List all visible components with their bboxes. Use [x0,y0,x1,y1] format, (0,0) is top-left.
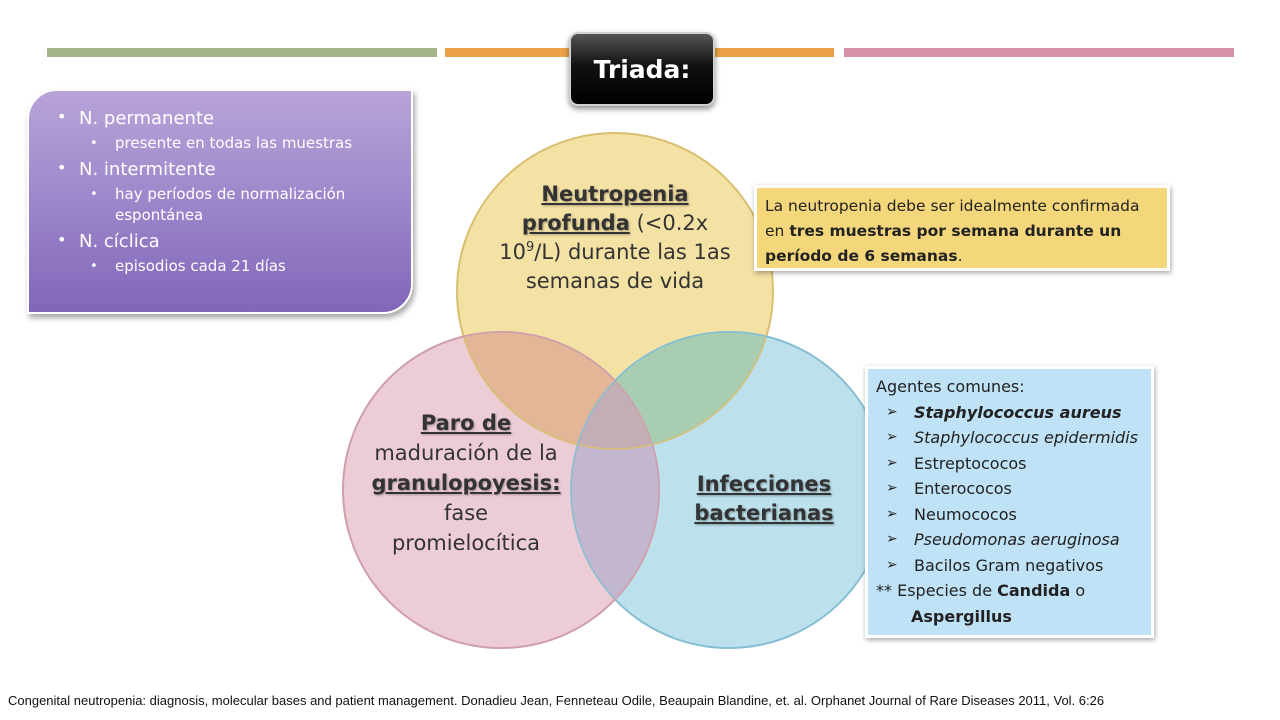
citation: Congenital neutropenia: diagnosis, molec… [8,693,1105,708]
paro-text-b: fase promielocítica [391,501,541,555]
neutropenia-text-b: /L) durante las 1as semanas de vida [525,240,731,293]
arrow-bullet-icon: ➢ [886,531,898,547]
note-text-a: La neutropenia debe ser idealmente confi… [765,197,1140,240]
agent-item: ➢Staphylococcus aureus [876,400,1143,426]
agents-heading: Agentes comunes: [876,377,1025,396]
agent-item: ➢Staphylococcus epidermidis [876,425,1143,451]
note-text-b: . [957,247,963,265]
type-permanente-detail: presente en todas las muestras [57,133,393,154]
agent-item: ➢Pseudomonas aeruginosa [876,527,1143,553]
header-bar-green [47,48,437,57]
agents-footnote: ** Especies de Candida o [876,581,1086,600]
venn-outline-paro [342,331,660,649]
paro-bold-a: Paro de [420,411,512,435]
venn-label-infecciones: Infecciones bacterianas [694,472,834,525]
type-intermitente-detail: hay períodos de normalización espontánea [57,184,393,226]
note-bold: tres muestras por semana durante un perí… [765,222,1122,265]
neutropenia-bold: Neutropenia profunda [521,182,689,235]
agent-item: ➢Estreptococos [876,451,1143,477]
type-ciclica-detail: episodios cada 21 días [57,256,393,277]
paro-text-a: maduración de la [374,441,558,465]
venn-outline-neutropenia [456,132,774,450]
type-intermitente: N. intermitente [57,158,393,180]
arrow-bullet-icon: ➢ [886,454,898,471]
neutropenia-sup: 9 [526,240,535,255]
venn-label-paro: Paro de maduración de la granulopoyesis:… [368,408,564,558]
neutropenia-text-a: (<0.2x 10 [499,211,709,264]
paro-bold-b: granulopoyesis: [371,471,561,495]
common-agents-box: Agentes comunes: ➢Staphylococcus aureus … [865,366,1154,638]
agent-item: ➢Neumococos [876,502,1143,528]
agents-footnote-cont: Aspergillus [911,606,1012,626]
confirmation-note: La neutropenia debe ser idealmente confi… [754,185,1170,271]
arrow-bullet-icon: ➢ [886,505,898,522]
agent-item: ➢Bacilos Gram negativos [876,553,1143,579]
agent-item: ➢Enterococos [876,476,1143,502]
arrow-bullet-icon: ➢ [886,429,898,445]
venn-overlap-neu-inf [571,332,773,449]
slide-title: Triada: [569,32,715,106]
types-list: N. permanente presente en todas las mues… [57,107,393,277]
type-permanente: N. permanente [57,107,393,129]
header-bar-pink [844,48,1234,57]
agents-list: ➢Staphylococcus aureus ➢Staphylococcus e… [876,400,1143,579]
venn-overlap-neu-paro [457,332,659,449]
venn-label-neutropenia: Neutropenia profunda (<0.2x 109/L) duran… [488,180,742,296]
type-ciclica: N. cíclica [57,230,393,252]
arrow-bullet-icon: ➢ [886,480,898,496]
arrow-bullet-icon: ➢ [886,556,898,573]
arrow-bullet-icon: ➢ [886,403,898,420]
neutropenia-types-box: N. permanente presente en todas las mues… [27,89,413,314]
